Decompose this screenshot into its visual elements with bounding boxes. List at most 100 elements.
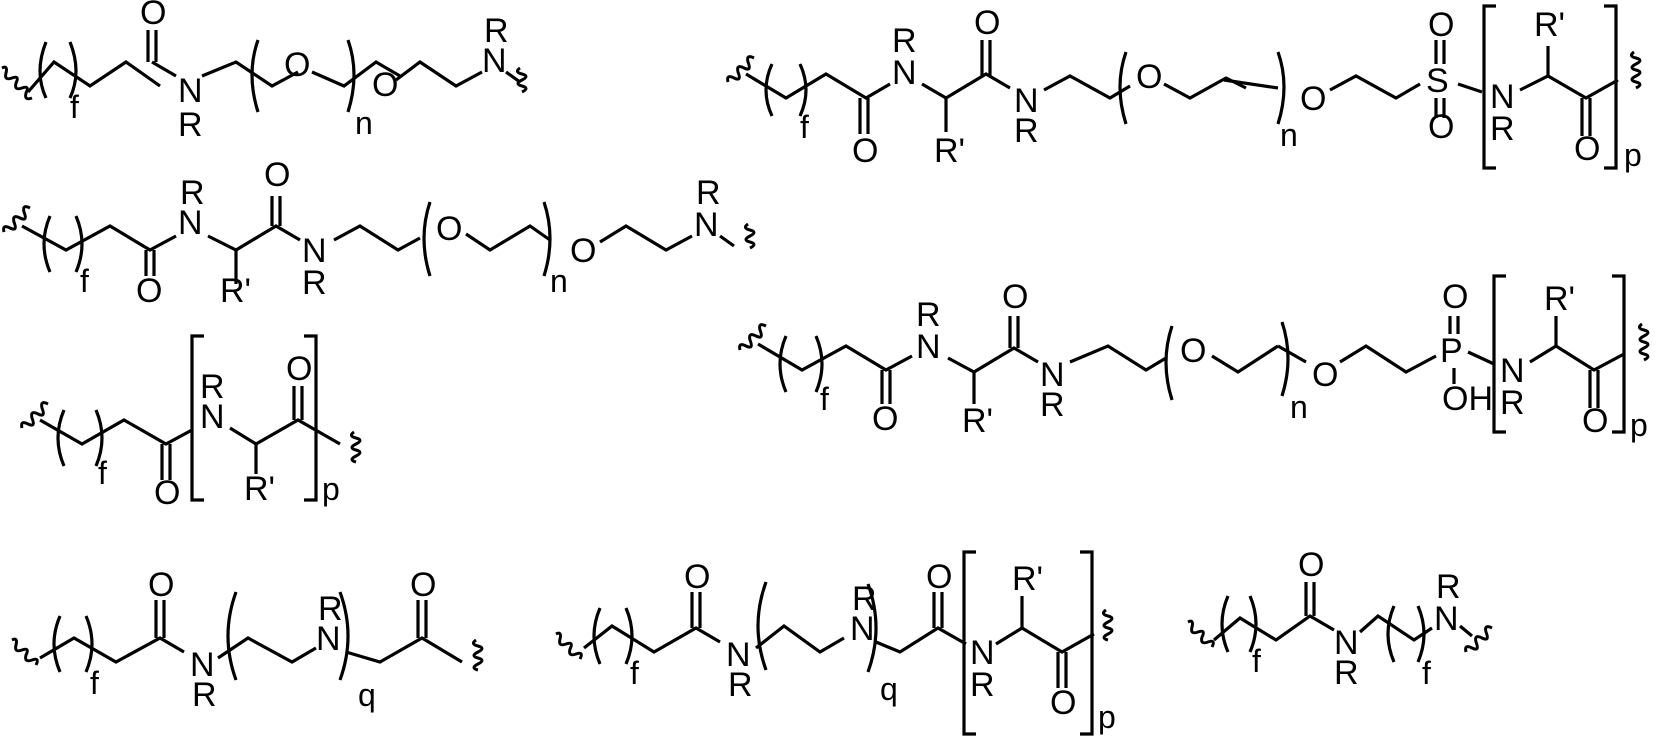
index-n: n — [1290, 389, 1308, 425]
index-p: p — [1098, 699, 1116, 735]
atom-O: O — [1428, 6, 1454, 44]
atom-O: O — [1050, 684, 1076, 722]
atom-O: O — [148, 566, 174, 604]
atom-R: R — [178, 106, 203, 144]
atom-O: O — [570, 232, 596, 270]
atom-N: N — [1500, 352, 1525, 390]
index-f: f — [630, 655, 639, 691]
index-n: n — [550, 263, 568, 299]
attachment-wavy-icon — [1, 65, 33, 101]
atom-R: R — [318, 590, 343, 628]
atom-O: O — [926, 558, 952, 596]
structure-7: f O N R N R q O N R R' O p — [555, 550, 1116, 736]
atom-N: N — [1014, 82, 1039, 120]
index-f: f — [70, 89, 79, 125]
atom-R: R — [180, 174, 205, 212]
structure-4: f O N R R' O N R O n O P O OH N R R' — [738, 274, 1650, 443]
index-q: q — [358, 677, 376, 713]
atom-O: O — [436, 210, 462, 248]
atom-N: N — [316, 620, 341, 658]
atom-O: O — [872, 400, 898, 438]
attachment-wavy-icon — [515, 66, 528, 94]
atom-R: R — [892, 22, 917, 60]
attachment-wavy-icon — [1637, 322, 1650, 362]
index-f: f — [98, 455, 107, 491]
index-f: f — [820, 381, 829, 417]
atom-R: R — [1334, 654, 1359, 692]
atom-O: O — [1180, 332, 1206, 370]
structure-2: f O N R R' O N R O n O S O O N R R' — [726, 4, 1642, 173]
atom-N: N — [694, 206, 719, 244]
index-n: n — [355, 105, 373, 141]
atom-O: O — [264, 156, 290, 194]
atom-N: N — [1490, 78, 1515, 116]
structure-5: f O N R R' O p — [20, 334, 362, 512]
atom-R: R — [728, 666, 753, 704]
atom-R: R — [1040, 386, 1065, 424]
index-p: p — [1630, 407, 1648, 443]
atom-N: N — [200, 398, 225, 436]
atom-R-prime: R' — [962, 402, 993, 440]
attachment-wavy-icon — [726, 55, 755, 83]
atom-O: O — [136, 272, 162, 310]
atom-N: N — [178, 204, 203, 242]
atom-O: O — [852, 132, 878, 170]
atom-N: N — [726, 636, 751, 674]
index-f: f — [1422, 655, 1431, 691]
attachment-wavy-icon — [11, 637, 39, 666]
attachment-wavy-icon — [555, 631, 583, 660]
atom-O: O — [1298, 546, 1324, 584]
attachment-wavy-icon — [349, 430, 362, 464]
attachment-wavy-icon — [471, 638, 484, 672]
atom-O: O — [154, 474, 180, 512]
atom-N: N — [1334, 624, 1359, 662]
attachment-wavy-icon — [738, 323, 767, 351]
atom-R-prime: R' — [1012, 560, 1043, 598]
atom-R: R — [1500, 384, 1525, 422]
atom-R: R — [1436, 568, 1461, 606]
atom-R: R — [970, 666, 995, 704]
atom-N: N — [1040, 356, 1065, 394]
atom-OH: OH — [1442, 380, 1493, 418]
atom-O: O — [684, 558, 710, 596]
index-p: p — [1624, 137, 1642, 173]
index-f: f — [1252, 643, 1261, 679]
atom-O: O — [1582, 402, 1608, 440]
attachment-wavy-icon — [1629, 50, 1642, 90]
atom-O: O — [286, 350, 312, 388]
index-f: f — [90, 665, 99, 701]
atom-O: O — [1312, 356, 1338, 394]
index-f: f — [80, 263, 89, 299]
atom-R: R — [302, 264, 327, 302]
index-f: f — [800, 109, 809, 145]
atom-N: N — [178, 72, 203, 110]
atom-O: O — [372, 66, 398, 104]
atom-N: N — [916, 328, 941, 366]
atom-N: N — [482, 42, 507, 80]
atom-R: R — [200, 368, 225, 406]
atom-O: O — [140, 0, 166, 32]
atom-R: R — [192, 676, 217, 714]
atom-R: R — [1014, 112, 1039, 150]
atom-R-prime: R' — [1534, 6, 1565, 44]
atom-R-prime: R' — [1544, 280, 1575, 318]
atom-N: N — [892, 54, 917, 92]
attachment-wavy-icon — [20, 401, 49, 429]
atom-S: S — [1426, 62, 1449, 100]
atom-P: P — [1440, 332, 1463, 370]
atom-R: R — [696, 174, 721, 212]
attachment-wavy-icon — [1464, 625, 1493, 653]
atom-R-prime: R' — [934, 132, 965, 170]
attachment-wavy-icon — [1101, 608, 1114, 642]
structure-1: f O N R O n O N R — [1, 0, 528, 144]
atom-O: O — [1300, 80, 1326, 118]
index-n: n — [1280, 117, 1298, 153]
atom-R-prime: R' — [220, 272, 251, 310]
atom-O: O — [974, 4, 1000, 42]
atom-O: O — [284, 46, 310, 84]
atom-N: N — [1434, 600, 1459, 638]
attachment-wavy-icon — [1187, 619, 1215, 648]
index-p: p — [322, 471, 340, 507]
structure-3: f O N R R' O N R O n O N R — [2, 156, 756, 310]
